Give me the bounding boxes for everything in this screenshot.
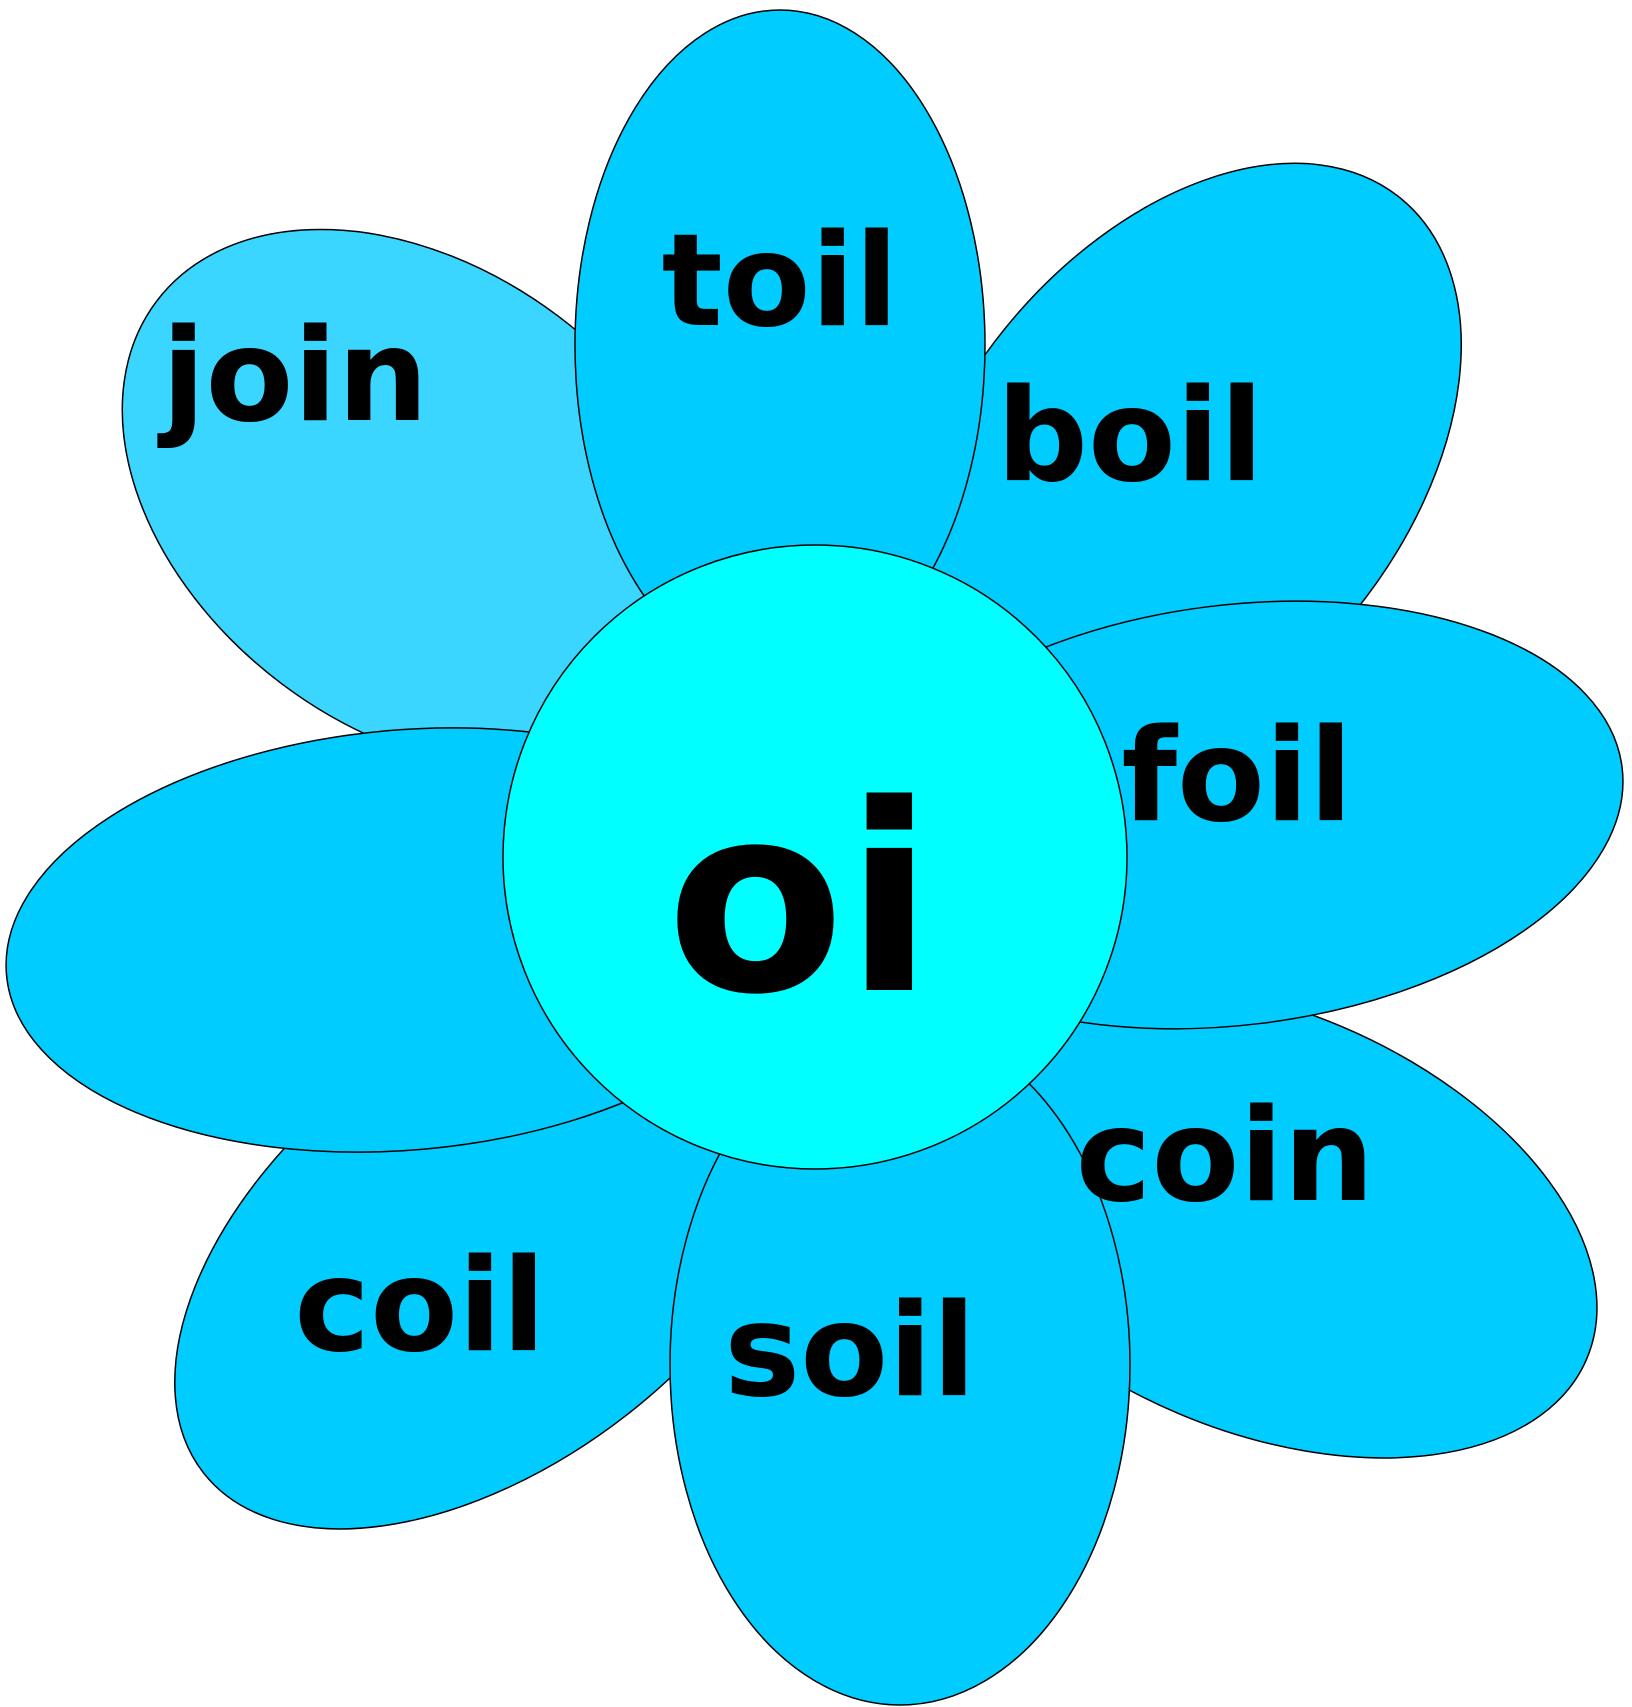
word-toil: toil <box>662 207 899 356</box>
word-soil: soil <box>724 1277 976 1426</box>
word-foil: foil <box>1121 702 1352 851</box>
flower-center <box>502 544 1128 1170</box>
word-join: join <box>157 302 429 451</box>
word-coin: coin <box>1076 1082 1375 1231</box>
word-coil: coil <box>294 1232 546 1381</box>
center-label: oi <box>666 750 934 1052</box>
word-boil: boil <box>996 362 1263 511</box>
